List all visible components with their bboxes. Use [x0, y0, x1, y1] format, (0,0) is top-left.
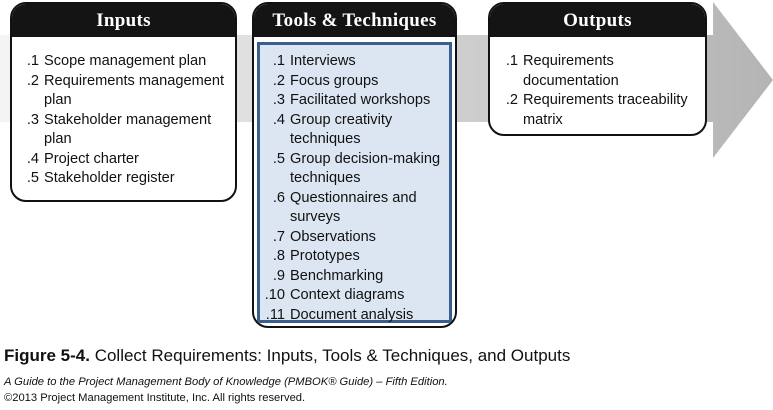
figure-caption-text: Collect Requirements: Inputs, Tools & Te… [89, 346, 571, 365]
item-text: Interviews [290, 53, 356, 69]
item-number: .2 [505, 92, 518, 108]
outputs-title: Outputs [490, 4, 705, 37]
list-item: .1 Requirements documentation [498, 52, 699, 91]
item-number: .2 [26, 72, 39, 89]
list-item: .3 Stakeholder management plan [24, 111, 229, 150]
item-text: Group creativity techniques [290, 111, 393, 148]
list-item: .1 Scope management plan [24, 52, 229, 72]
item-number: .7 [272, 228, 285, 245]
item-number: .1 [505, 53, 518, 69]
outputs-box: Outputs .1 Requirements documentation .2 R… [488, 2, 707, 136]
item-text: Document analysis [290, 306, 414, 323]
item-text: Requirements documentation [523, 53, 619, 89]
list-item: .2 Requirements traceability matrix [498, 91, 699, 130]
list-item: .11 Document analysis [263, 306, 445, 326]
item-number: .6 [272, 189, 285, 206]
item-number: .5 [272, 150, 285, 167]
item-number: .3 [272, 92, 285, 108]
list-item: .1 Interviews [263, 52, 445, 72]
item-number: .4 [272, 111, 285, 128]
list-item: .5 Stakeholder register [24, 169, 229, 189]
outputs-list: .1 Requirements documentation .2 Requireme… [490, 37, 705, 130]
figure-label: Figure 5-4. [4, 346, 90, 365]
item-text: Prototypes [290, 248, 360, 264]
item-number: .10 [264, 287, 285, 303]
copyright-notice: ©2013 Project Management Institute, Inc.… [4, 392, 306, 404]
item-text: Questionnaires and surveys [290, 189, 417, 226]
list-item: .10 Context diagrams [263, 286, 445, 306]
tools-highlight-panel: .1 Interviews .2 Focus groups .3 Facilitate… [257, 42, 452, 323]
item-number: .1 [26, 53, 39, 69]
item-number: .3 [26, 111, 39, 128]
item-number: .4 [26, 150, 39, 167]
item-number: .9 [272, 267, 285, 284]
list-item: .9 Benchmarking [263, 267, 445, 287]
list-item: .2 Focus groups [263, 72, 445, 92]
inputs-box: Inputs .1 Scope management plan .2 Require… [10, 2, 237, 202]
figure-caption: Figure 5-4. Collect Requirements: Inputs… [4, 346, 570, 366]
item-text: Context diagrams [290, 287, 405, 303]
item-text: Group decision-making techniques [290, 150, 441, 187]
item-text: Scope management plan [44, 53, 207, 69]
tools-techniques-box: Tools & Techniques .1 Interviews .2 Focus … [252, 2, 457, 328]
inputs-title: Inputs [12, 4, 235, 37]
item-text: Stakeholder management plan [44, 111, 212, 148]
item-number: .5 [26, 170, 39, 186]
list-item: .3 Facilitated workshops [263, 91, 445, 111]
item-text: Requirements management plan [44, 72, 225, 109]
list-item: .4 Project charter [24, 150, 229, 170]
list-item: .4 Group creativity techniques [263, 111, 445, 150]
item-text: Stakeholder register [44, 170, 175, 186]
item-text: Facilitated workshops [290, 92, 431, 108]
item-number: .1 [272, 53, 285, 69]
item-number: .8 [272, 248, 285, 264]
item-text: Project charter [44, 150, 139, 167]
item-text: Observations [290, 228, 376, 245]
tools-techniques-title: Tools & Techniques [254, 4, 455, 37]
source-citation: A Guide to the Project Management Body o… [4, 376, 448, 388]
list-item: .8 Prototypes [263, 247, 445, 267]
item-number: .2 [272, 72, 285, 89]
item-number: .11 [265, 306, 285, 323]
item-text: Requirements traceability matrix [523, 92, 688, 128]
inputs-list: .1 Scope management plan .2 Requirements m… [12, 37, 235, 189]
item-text: Benchmarking [290, 267, 384, 284]
list-item: .2 Requirements management plan [24, 72, 229, 111]
item-text: Focus groups [290, 72, 379, 89]
tools-list: .1 Interviews .2 Focus groups .3 Facilitate… [260, 45, 449, 325]
list-item: .5 Group decision-making techniques [263, 150, 445, 189]
list-item: .6 Questionnaires and surveys [263, 189, 445, 228]
list-item: .7 Observations [263, 228, 445, 248]
